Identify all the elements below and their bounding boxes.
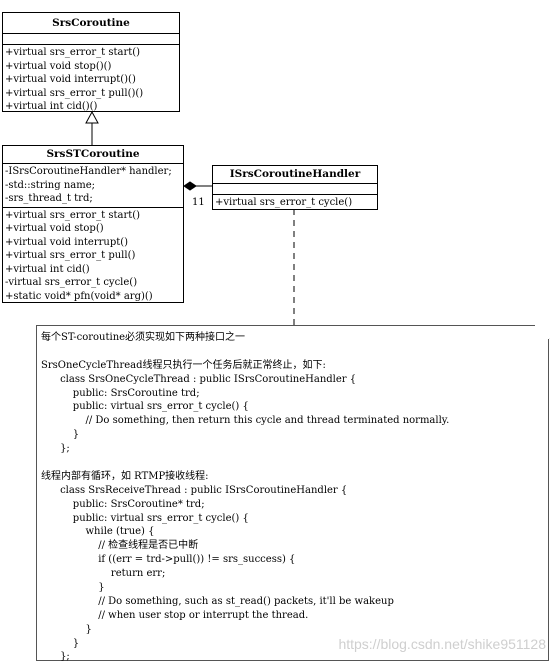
attributes-section: [213, 184, 377, 195]
method-line: +virtual srs_error_t pull()(): [5, 87, 144, 99]
implementation-note: 每个ST-coroutine必须实现如下两种接口之一 SrsOneCycleThr…: [36, 325, 549, 664]
class-name: SrsSTCoroutine: [3, 146, 183, 164]
note-body: 每个ST-coroutine必须实现如下两种接口之一 SrsOneCycleThr…: [41, 331, 544, 664]
method-line: +virtual void interrupt()(): [5, 74, 136, 85]
watermark: https://blog.csdn.net/shike951128: [338, 636, 546, 652]
note-line: [41, 456, 544, 470]
note-line: // Do something, then return this cycle …: [41, 415, 450, 427]
note-line: return err;: [41, 568, 166, 580]
note-line: public: virtual srs_error_t cycle() {: [41, 512, 249, 524]
method-line: +virtual srs_error_t start(): [5, 209, 141, 221]
methods-section: +virtual srs_error_t start() +virtual voi…: [3, 208, 183, 305]
method-line: +virtual void stop()(): [5, 60, 112, 72]
note-line: };: [41, 651, 70, 663]
note-line: 线程内部有循环，如 RTMP接收线程:: [41, 470, 209, 482]
attribute-line: -ISrsCoroutineHandler* handler;: [5, 166, 172, 177]
note-line: }: [41, 429, 80, 441]
note-line: }: [41, 637, 80, 649]
method-line: +virtual srs_error_t start(): [5, 47, 141, 58]
note-line: // Do something, such as st_read() packe…: [41, 595, 394, 607]
class-srs-coroutine[interactable]: SrsCoroutine +virtual srs_error_t start(…: [2, 12, 180, 112]
interface-srs-coroutine-handler[interactable]: ISrsCoroutineHandler +virtual srs_error_…: [212, 165, 378, 210]
note-fold: [535, 325, 549, 339]
note-line: 每个ST-coroutine必须实现如下两种接口之一: [41, 332, 246, 343]
multiplicity-label: 11: [192, 197, 205, 208]
note-line: public: virtual srs_error_t cycle() {: [41, 401, 249, 413]
method-line: +virtual int cid()(): [5, 101, 98, 112]
composition-diamond: [183, 181, 197, 191]
method-line: +virtual void stop(): [5, 223, 104, 234]
note-line: // 检查线程是否已中断: [41, 540, 199, 552]
method-line: -virtual srs_error_t cycle(): [5, 277, 138, 288]
method-line: +virtual srs_error_t cycle(): [215, 197, 353, 208]
note-line: while (true) {: [41, 526, 155, 538]
note-line: class SrsOneCycleThread : public ISrsCor…: [41, 373, 357, 385]
note-line: // when user stop or interrupt the threa…: [41, 609, 309, 621]
note-line: SrsOneCycleThread线程只执行一个任务后就正常终止，如下:: [41, 359, 326, 371]
attributes-section: [3, 34, 179, 45]
attribute-line: -std::string name;: [5, 179, 95, 191]
interface-name: ISrsCoroutineHandler: [213, 166, 377, 184]
class-name: SrsCoroutine: [3, 13, 179, 34]
methods-section: +virtual srs_error_t start() +virtual voi…: [3, 45, 179, 115]
class-srs-st-coroutine[interactable]: SrsSTCoroutine -ISrsCoroutineHandler* ha…: [2, 145, 184, 303]
note-line: public: SrsCoroutine trd;: [41, 387, 200, 399]
method-line: +virtual void interrupt(): [5, 236, 129, 248]
attributes-section: -ISrsCoroutineHandler* handler;-std::str…: [3, 164, 183, 208]
note-line: public: SrsCoroutine* trd;: [41, 498, 205, 510]
note-line: }: [41, 582, 105, 594]
attribute-line: -srs_thread_t trd;: [5, 193, 93, 204]
note-line: }: [41, 623, 92, 635]
method-line: +virtual srs_error_t pull(): [5, 250, 136, 261]
method-line: +static void* pfn(void* arg)(): [5, 290, 153, 302]
note-line: class SrsReceiveThread : public ISrsCoro…: [41, 484, 348, 496]
inheritance-arrowhead: [85, 110, 99, 124]
note-line: };: [41, 443, 70, 455]
method-line: +virtual int cid(): [5, 263, 90, 275]
note-line: if ((err = trd->pull()) != srs_success) …: [41, 554, 296, 566]
note-line: [41, 345, 544, 359]
methods-section: +virtual srs_error_t cycle(): [213, 195, 377, 211]
